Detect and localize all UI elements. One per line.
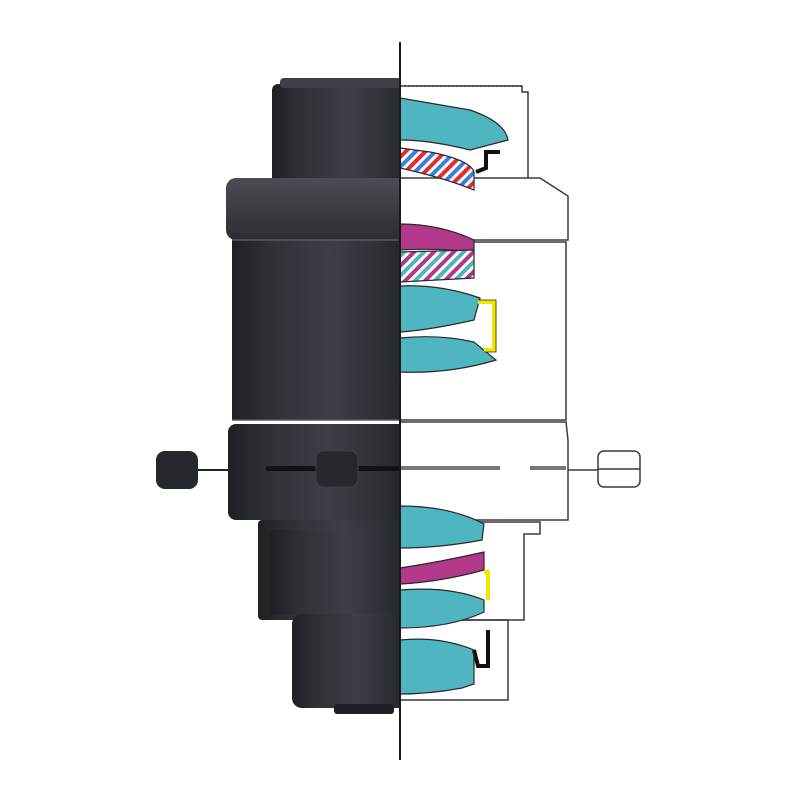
lens-element-mid-hatched <box>399 249 475 283</box>
mid-spacer-yellow-outline <box>478 299 497 353</box>
lens-elements <box>399 97 509 695</box>
mount <box>292 614 399 708</box>
rear-spacer-yellow <box>484 570 490 600</box>
barrel-render <box>226 78 399 714</box>
screw-head <box>156 451 198 489</box>
lens-element-mid-teal-2 <box>399 336 498 373</box>
lens-element-rear-magenta <box>399 551 485 585</box>
mount-flange <box>334 704 394 714</box>
main-barrel-top-cap <box>226 178 399 240</box>
main-barrel-outline <box>400 177 569 241</box>
lens-element-rear-teal-2 <box>399 588 485 629</box>
lens-element-mid-teal-1 <box>399 285 481 333</box>
lens-element-rear-teal-1 <box>399 505 485 549</box>
rear-spacer-black <box>472 630 490 668</box>
main-barrel-body-outline <box>400 241 567 421</box>
focus-ring <box>272 84 399 184</box>
mid-spacer-yellow <box>478 300 496 352</box>
mount-step <box>270 530 399 615</box>
main-barrel <box>232 240 399 420</box>
locking-ring-outline <box>400 421 569 521</box>
lens-element-front-1 <box>399 97 509 151</box>
locking-screw[interactable] <box>315 450 359 488</box>
focus-ring-knurl <box>280 78 399 88</box>
external-locking-screw[interactable] <box>156 451 236 489</box>
front-spacer <box>475 150 500 174</box>
lens-element-mid-magenta <box>399 223 475 253</box>
lens-element-front-2-hatched <box>399 147 475 191</box>
locking-ring <box>228 424 399 520</box>
lens-element-rear-teal-3 <box>399 638 475 695</box>
